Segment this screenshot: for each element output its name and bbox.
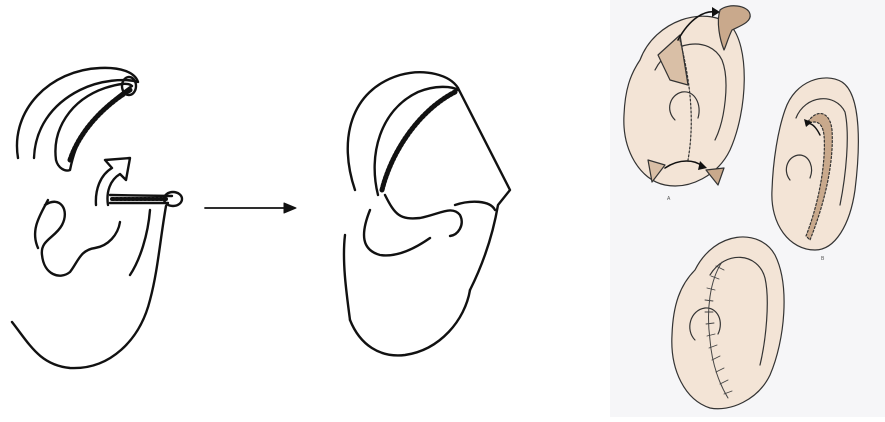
- ear-before-sketch: [12, 68, 182, 368]
- ear-lobe-after: [350, 290, 470, 355]
- transform-arrow: [205, 203, 296, 213]
- label-b: B: [821, 256, 825, 262]
- helix-outer-after: [348, 72, 458, 190]
- sketch-diagram: [0, 0, 560, 417]
- concha-outline: [42, 202, 120, 276]
- removed-piece-bottom: [706, 168, 724, 185]
- ear-after-sketch: [344, 72, 510, 355]
- illustration-canvas: A B: [610, 0, 885, 417]
- flap-hatched-edge: [70, 90, 130, 160]
- panel-b-ear: [772, 78, 858, 250]
- antihelix-after: [385, 195, 462, 236]
- label-a: A: [667, 196, 671, 202]
- reconstructed-rim: [382, 92, 455, 190]
- panel-c-ear: [672, 237, 784, 409]
- surgical-illustration: A B: [610, 0, 885, 417]
